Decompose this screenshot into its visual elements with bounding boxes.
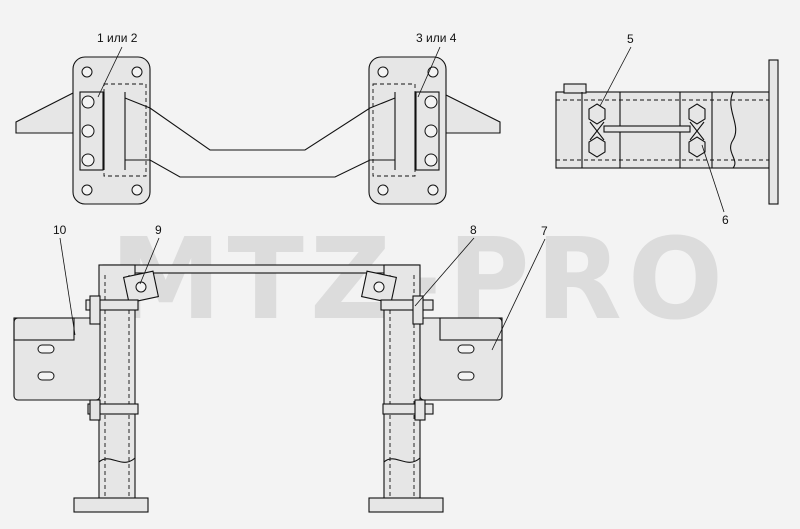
right-plate-hole-tr xyxy=(427,66,439,78)
right-clamp-bolt-1 xyxy=(424,95,438,109)
left-side-bracket xyxy=(13,317,101,401)
left-clamp-bolt-1 xyxy=(81,95,95,109)
left-plate-hole-bl xyxy=(81,184,93,196)
side-tie-rod xyxy=(603,125,691,133)
callouts: 1 или 2 3 или 4 5 6 7 8 9 10 xyxy=(53,31,729,351)
left-upper-clamp-bolt xyxy=(85,299,139,311)
left-mount-plate xyxy=(72,56,151,205)
right-bracket-slot-1 xyxy=(457,344,475,354)
left-lower-clamp-bolt xyxy=(87,403,139,415)
front-view-assembly xyxy=(13,264,503,513)
callout-7: 7 xyxy=(541,224,548,238)
left-bracket-slot-1 xyxy=(37,344,55,354)
left-post-foot xyxy=(73,497,149,513)
right-bracket-slot-2 xyxy=(457,371,475,381)
callout-6: 6 xyxy=(722,213,729,227)
callout-3: 3 или 4 xyxy=(416,31,457,45)
right-clamp-body xyxy=(415,91,440,171)
left-plate-hole-tl xyxy=(81,66,93,78)
side-hex-nut-3 xyxy=(688,103,706,125)
left-hidden-channel xyxy=(103,83,147,177)
right-lower-clamp-bolt xyxy=(382,403,434,415)
top-bracket-assembly xyxy=(15,56,501,205)
left-bracket-slot-2 xyxy=(37,371,55,381)
right-plate-hole-bl xyxy=(377,184,389,196)
callout-10: 10 xyxy=(53,223,67,237)
left-gusset-bolt xyxy=(135,281,147,293)
left-clamp-body xyxy=(79,91,104,171)
right-plate-hole-tl xyxy=(377,66,389,78)
side-hex-nut-1 xyxy=(588,103,606,125)
right-plate-hole-br xyxy=(427,184,439,196)
side-hex-nut-4 xyxy=(688,136,706,158)
left-clamp-bolt-3 xyxy=(81,153,95,167)
right-clamp-bolt-2 xyxy=(424,124,438,138)
right-clamp-bolt-3 xyxy=(424,153,438,167)
right-post-foot xyxy=(368,497,444,513)
side-break-line xyxy=(730,91,737,169)
side-view-assembly xyxy=(555,59,779,205)
side-end-flange xyxy=(768,59,779,205)
callout-5: 5 xyxy=(627,32,634,46)
callout-9: 9 xyxy=(155,223,162,237)
left-plate-hole-tr xyxy=(131,66,143,78)
callout-1: 1 или 2 xyxy=(97,31,138,45)
right-mount-plate xyxy=(368,56,447,205)
side-hex-nut-2 xyxy=(588,136,606,158)
left-plate-hole-br xyxy=(131,184,143,196)
cross-tube-upper xyxy=(124,97,396,151)
side-top-block xyxy=(563,83,587,94)
right-upper-clamp-bolt xyxy=(380,299,434,311)
right-gusset-bolt xyxy=(373,281,385,293)
callout-8: 8 xyxy=(470,223,477,237)
left-clamp-bolt-2 xyxy=(81,124,95,138)
cross-tube-lower xyxy=(125,159,395,178)
right-side-bracket xyxy=(419,317,503,401)
